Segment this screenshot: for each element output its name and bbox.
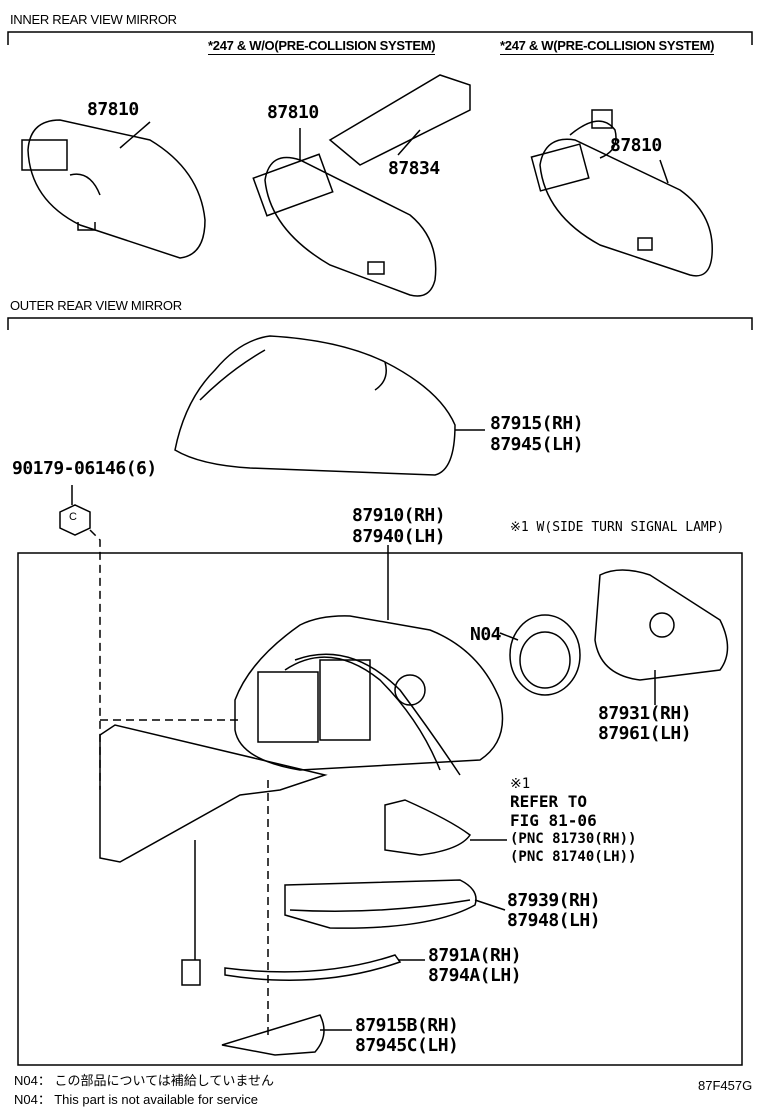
inner-section-bracket bbox=[7, 31, 753, 45]
nut-drawing bbox=[59, 485, 101, 790]
cap-drawing bbox=[221, 1014, 352, 1056]
part-number-cover-rh[interactable]: 87915(RH) bbox=[490, 413, 584, 434]
inner-mirror-1-drawing bbox=[21, 119, 206, 259]
part-number-assembly-rh[interactable]: 87910(RH) bbox=[352, 505, 446, 526]
mirror-cover-drawing bbox=[174, 335, 485, 476]
note-side-turn-signal: ※1 W(SIDE TURN SIGNAL LAMP) bbox=[510, 520, 725, 535]
part-number-garnish-lh[interactable]: 8794A(LH) bbox=[428, 965, 522, 986]
outer-section-bracket bbox=[7, 317, 753, 330]
part-number-lower-cover-rh[interactable]: 87939(RH) bbox=[507, 890, 601, 911]
garnish-drawing bbox=[224, 954, 425, 981]
mirror-glass-rear-drawing bbox=[594, 569, 729, 705]
reference-text: REFER TO bbox=[510, 792, 588, 811]
mirror-body-drawing bbox=[234, 615, 504, 776]
part-number-garnish-rh[interactable]: 8791A(RH) bbox=[428, 945, 522, 966]
footnote-japanese: N04： この部品については補給していません bbox=[14, 1073, 275, 1088]
mirror-glass-drawing bbox=[99, 719, 328, 1040]
reference-pnc-lh: (PNC 81740(LH)) bbox=[510, 849, 637, 865]
footnote-english: N04： This part is not available for serv… bbox=[14, 1092, 258, 1107]
reference-figure[interactable]: FIG 81-06 bbox=[510, 811, 597, 830]
inner-mirror-3-drawing bbox=[530, 109, 713, 277]
section-title-outer: OUTER REAR VIEW MIRROR bbox=[10, 298, 182, 313]
part-number-mirror-lh[interactable]: 87961(LH) bbox=[598, 723, 692, 744]
nut-symbol: C bbox=[69, 511, 77, 523]
part-number-lower-cover-lh[interactable]: 87948(LH) bbox=[507, 910, 601, 931]
reference-mark: ※1 bbox=[510, 776, 531, 792]
figure-code: 87F457G bbox=[698, 1078, 753, 1093]
part-number-bracket[interactable]: 87834 bbox=[388, 158, 440, 179]
part-number-cover-lh[interactable]: 87945(LH) bbox=[490, 434, 584, 455]
actuator-drawing bbox=[499, 614, 581, 696]
note-without-pcs: *247 & W/O(PRE-COLLISION SYSTEM) bbox=[208, 38, 436, 55]
turn-lamp-drawing bbox=[384, 799, 507, 856]
part-number-inner-mirror[interactable]: 87810 bbox=[267, 102, 319, 123]
inner-mirror-2-drawing bbox=[252, 74, 471, 297]
part-number-cap-rh[interactable]: 87915B(RH) bbox=[355, 1015, 459, 1036]
part-number-inner-mirror[interactable]: 87810 bbox=[87, 99, 139, 120]
reference-pnc-rh: (PNC 81730(RH)) bbox=[510, 831, 637, 847]
section-title-inner: INNER REAR VIEW MIRROR bbox=[10, 12, 177, 27]
part-number-mirror-rh[interactable]: 87931(RH) bbox=[598, 703, 692, 724]
note-with-pcs: *247 & W(PRE-COLLISION SYSTEM) bbox=[500, 38, 715, 55]
part-number-cap-lh[interactable]: 87945C(LH) bbox=[355, 1035, 459, 1056]
lower-cover-drawing bbox=[284, 879, 506, 929]
n04-label[interactable]: N04 bbox=[470, 624, 502, 645]
part-number-nut[interactable]: 90179-06146(6) bbox=[12, 458, 157, 479]
assembly-box bbox=[17, 552, 743, 1066]
part-number-inner-mirror[interactable]: 87810 bbox=[610, 135, 662, 156]
part-number-assembly-lh[interactable]: 87940(LH) bbox=[352, 526, 446, 547]
